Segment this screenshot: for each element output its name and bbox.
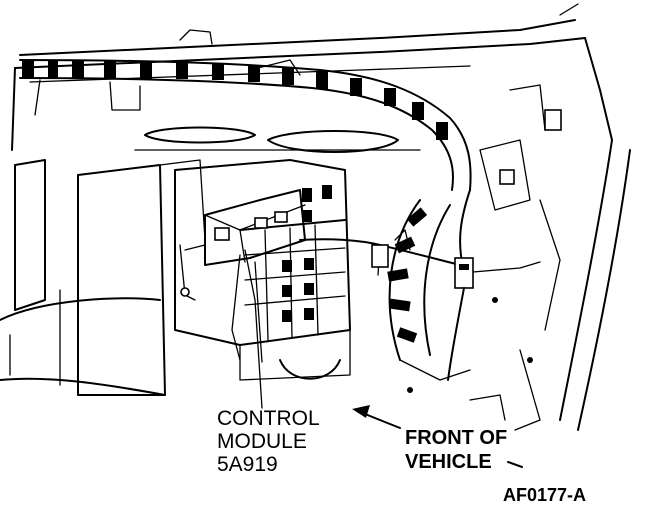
control-module-leader-line [244,249,263,409]
control-module-part-number: 5A919 [217,453,278,476]
defroster-openings [134,126,421,153]
left-panel [0,159,206,396]
control-module-label-line1: CONTROL [217,407,320,430]
control-module-label-line2: MODULE [217,430,307,453]
module-wiring [231,229,461,363]
right-body-edge [407,139,631,431]
cowl-structure [11,3,613,151]
control-module [179,189,306,301]
front-of-vehicle-label-line2: VEHICLE [405,451,492,473]
heater-housing [174,159,351,381]
right-duct [387,199,471,381]
wiring-harness-top [19,59,472,191]
figure-code: AF0177-A [503,485,587,505]
right-connector [447,84,562,381]
front-arrow [352,405,523,468]
front-of-vehicle-label-line1: FRONT OF [405,427,508,449]
